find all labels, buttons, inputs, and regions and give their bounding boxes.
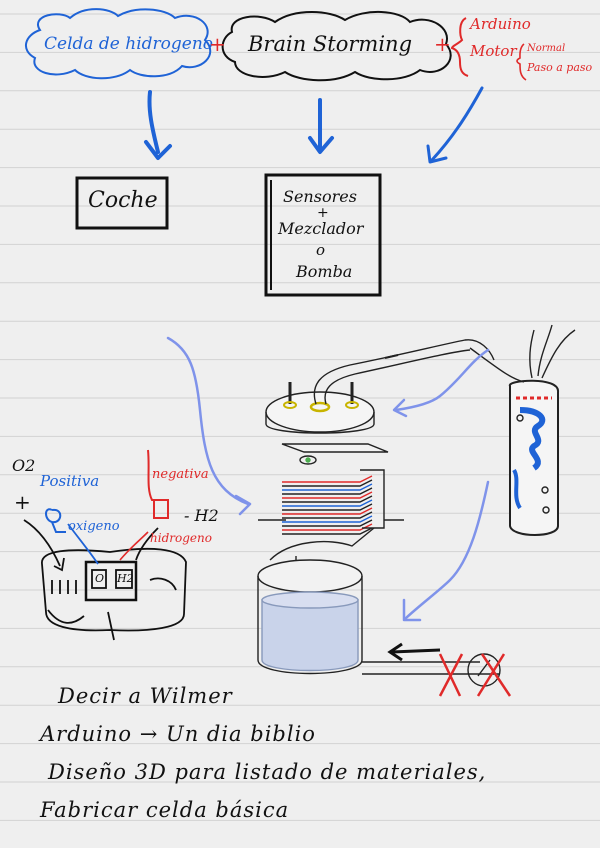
note-line-4: Fabricar celda básica [40,798,290,822]
electrode-plate [282,491,373,499]
cell-h2-label: H2 [117,572,134,585]
cell-cloud-label: Celda de hidrogeno [44,34,214,54]
motor-label: Motor [470,42,517,60]
bomba-label: Bomba [296,262,353,281]
oxigeno-label: oxigeno [68,519,120,534]
cell-sketch [23,519,187,641]
electrode-plate [282,483,373,491]
positiva-label: Positiva [40,472,100,490]
electrode-plate [282,507,373,515]
arduino-label: Arduino [470,15,531,33]
arrow-cell-to-coche [147,90,160,154]
electrode-plate [282,475,373,483]
electrode-plate [282,515,373,523]
light-blue-arrows [166,336,490,622]
electrode-plate [282,479,373,487]
electrode-plate [282,495,373,503]
electrode-plate [282,523,373,531]
arduino-bracket [450,17,469,77]
sensores-label: Sensores [283,187,357,206]
brainstorm-label: Brain Storming [248,32,413,56]
mezclador-label: Mezclador [278,219,364,238]
note-line-2: Arduino → Un dia biblio [40,722,316,746]
note-line-3: Diseño 3D para listado de materiales, [48,760,487,784]
electrode-plate [282,527,373,535]
motor-normal-label: Normal [527,43,566,54]
electrode-plate [282,499,373,507]
components-box [264,173,382,297]
coche-label: Coche [88,188,158,213]
o2-label: O2 [12,456,36,475]
electrode-plate [282,503,373,511]
o-label: o [316,241,326,259]
cell-cloud [25,8,212,80]
minus-h2-label: - H2 [184,506,219,525]
coche-box [75,176,169,230]
motor-bracket [516,43,527,81]
electrolyzer-sketch [257,324,576,697]
negativa-bracket [147,449,169,519]
electrode-plate [282,519,373,527]
hidrogeno-label: hidrogeno [150,531,212,545]
brainstorm-cloud [221,10,452,82]
motor-step-label: Paso a paso [527,61,593,74]
oxigeno-symbol [45,508,66,533]
plus-sign: + [317,205,329,221]
red-pointer [119,531,149,561]
electrode-plate [282,511,373,519]
plus-sign: + [14,490,31,514]
electrode-plate [282,487,373,495]
plus-sign: + [434,32,451,56]
cell-o-label: O [95,572,105,585]
arrow-arduino-to-box [430,86,484,162]
note-line-1: Decir a Wilmer [58,684,233,708]
negativa-label: negativa [152,467,209,482]
plus-sign: + [209,32,226,56]
